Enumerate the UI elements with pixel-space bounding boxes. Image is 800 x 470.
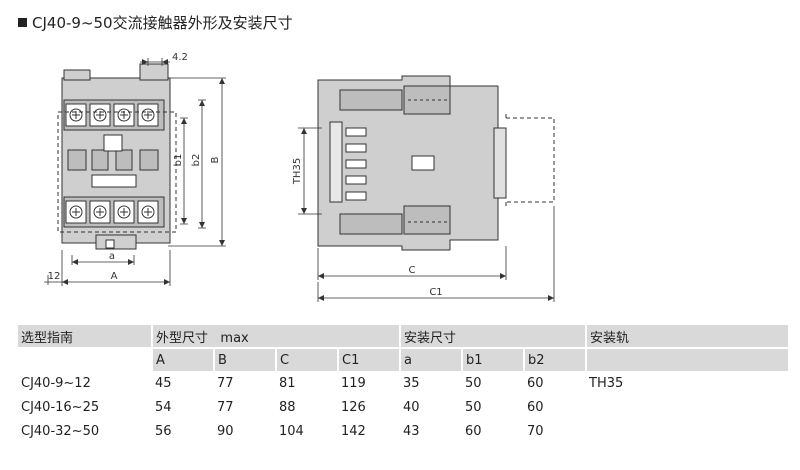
cell-value: 40 — [403, 399, 420, 415]
cell-value: 119 — [341, 375, 366, 391]
col-B: B — [214, 347, 277, 371]
mid-block-4 — [139, 149, 159, 171]
dimension-drawing: 4.2 b1 b2 B a A 12 TH35 C C1 — [44, 52, 555, 302]
dim-C1-label: C1 — [429, 287, 442, 298]
cell-value: 126 — [341, 399, 366, 415]
cell-value: 60 — [527, 399, 544, 415]
cell-rail — [586, 395, 789, 419]
cell-rail: TH35 — [589, 375, 624, 391]
bottom-foot — [95, 234, 137, 250]
page-title: CJ40-9~50交流接触器外形及安装尺寸 — [18, 12, 293, 33]
mid-block-2 — [91, 149, 109, 171]
dim-b1-label: b1 — [173, 154, 184, 167]
dim-A-label: A — [111, 271, 118, 282]
subheader-blank — [18, 347, 153, 371]
side-body — [317, 75, 499, 251]
table-subheader-row: A B C C1 a b1 b2 — [18, 347, 791, 371]
front-arrows — [62, 59, 225, 285]
title-text: CJ40-9~50交流接触器外形及安装尺寸 — [32, 14, 293, 32]
table-row: CJ40-16~25 54 77 88 126 40 50 60 — [18, 395, 789, 419]
cell-value: 60 — [465, 423, 482, 439]
table-row: CJ40-32~50 56 90 104 142 43 60 70 — [18, 419, 789, 443]
label-slot — [91, 174, 137, 188]
header-mounting: 安装尺寸 — [400, 325, 588, 348]
cell-value: 50 — [465, 399, 482, 415]
cell-value: 77 — [217, 399, 234, 415]
front-dimensions — [44, 58, 226, 286]
dim-C-label: C — [409, 265, 416, 276]
top-terminals — [65, 103, 159, 127]
side-dashed-outline — [505, 112, 555, 208]
header-max-label: max — [220, 330, 249, 346]
cell-value: 35 — [403, 375, 420, 391]
table-header-row: 选型指南 外型尺寸 max 安装尺寸 安装轨 — [18, 325, 791, 348]
cell-value: 104 — [279, 423, 304, 439]
col-C1: C1 — [338, 347, 401, 371]
col-a: a — [400, 347, 463, 371]
square-bullet-icon — [18, 18, 27, 27]
col-b1: b1 — [462, 347, 525, 371]
dim-gap-label: 4.2 — [172, 52, 188, 63]
side-view — [317, 75, 507, 251]
cell-value: 70 — [527, 423, 544, 439]
cell-value: 43 — [403, 423, 420, 439]
cell-value: 88 — [279, 399, 296, 415]
cell-value: 60 — [527, 375, 544, 391]
header-rail: 安装轨 — [586, 325, 791, 348]
cell-model: CJ40-32~50 — [21, 423, 100, 439]
front-view — [57, 63, 177, 250]
front-dashed-outline — [57, 111, 177, 233]
cell-value: 56 — [155, 423, 172, 439]
dim-rail-label: TH35 — [292, 158, 303, 185]
side-dimensions — [298, 127, 555, 302]
selection-table: 选型指南 外型尺寸 max 安装尺寸 安装轨 A B C C1 a b1 b2 … — [18, 325, 791, 443]
cell-value: 142 — [341, 423, 366, 439]
col-A: A — [152, 347, 215, 371]
dim-b2-label: b2 — [191, 154, 202, 167]
header-outline-label: 外型尺寸 — [156, 330, 209, 346]
cell-value: 77 — [217, 375, 234, 391]
header-outline: 外型尺寸 max — [152, 325, 401, 348]
table-row: CJ40-9~12 45 77 81 119 35 50 60 TH35 — [18, 371, 789, 395]
mid-block-3 — [115, 149, 133, 171]
indicator-window — [103, 134, 123, 152]
cell-value: 45 — [155, 375, 172, 391]
cell-value: 81 — [279, 375, 296, 391]
cell-value: 50 — [465, 375, 482, 391]
cell-value: 90 — [217, 423, 234, 439]
header-guide: 选型指南 — [18, 325, 153, 348]
dim-a-label: a — [109, 251, 115, 262]
col-b2: b2 — [524, 347, 588, 371]
bottom-terminals — [65, 200, 159, 224]
cell-value: 54 — [155, 399, 172, 415]
col-C: C — [276, 347, 339, 371]
col-rail — [586, 347, 791, 371]
cell-model: CJ40-16~25 — [21, 399, 100, 415]
side-auxiliary — [493, 127, 507, 199]
dim-12-label: 12 — [48, 271, 61, 282]
dim-B-label: B — [210, 156, 221, 163]
mid-block-1 — [67, 149, 87, 171]
cell-rail — [586, 419, 789, 443]
top-tab-left — [63, 69, 91, 81]
cell-model: CJ40-9~12 — [21, 375, 91, 391]
top-tab-right — [139, 63, 169, 81]
